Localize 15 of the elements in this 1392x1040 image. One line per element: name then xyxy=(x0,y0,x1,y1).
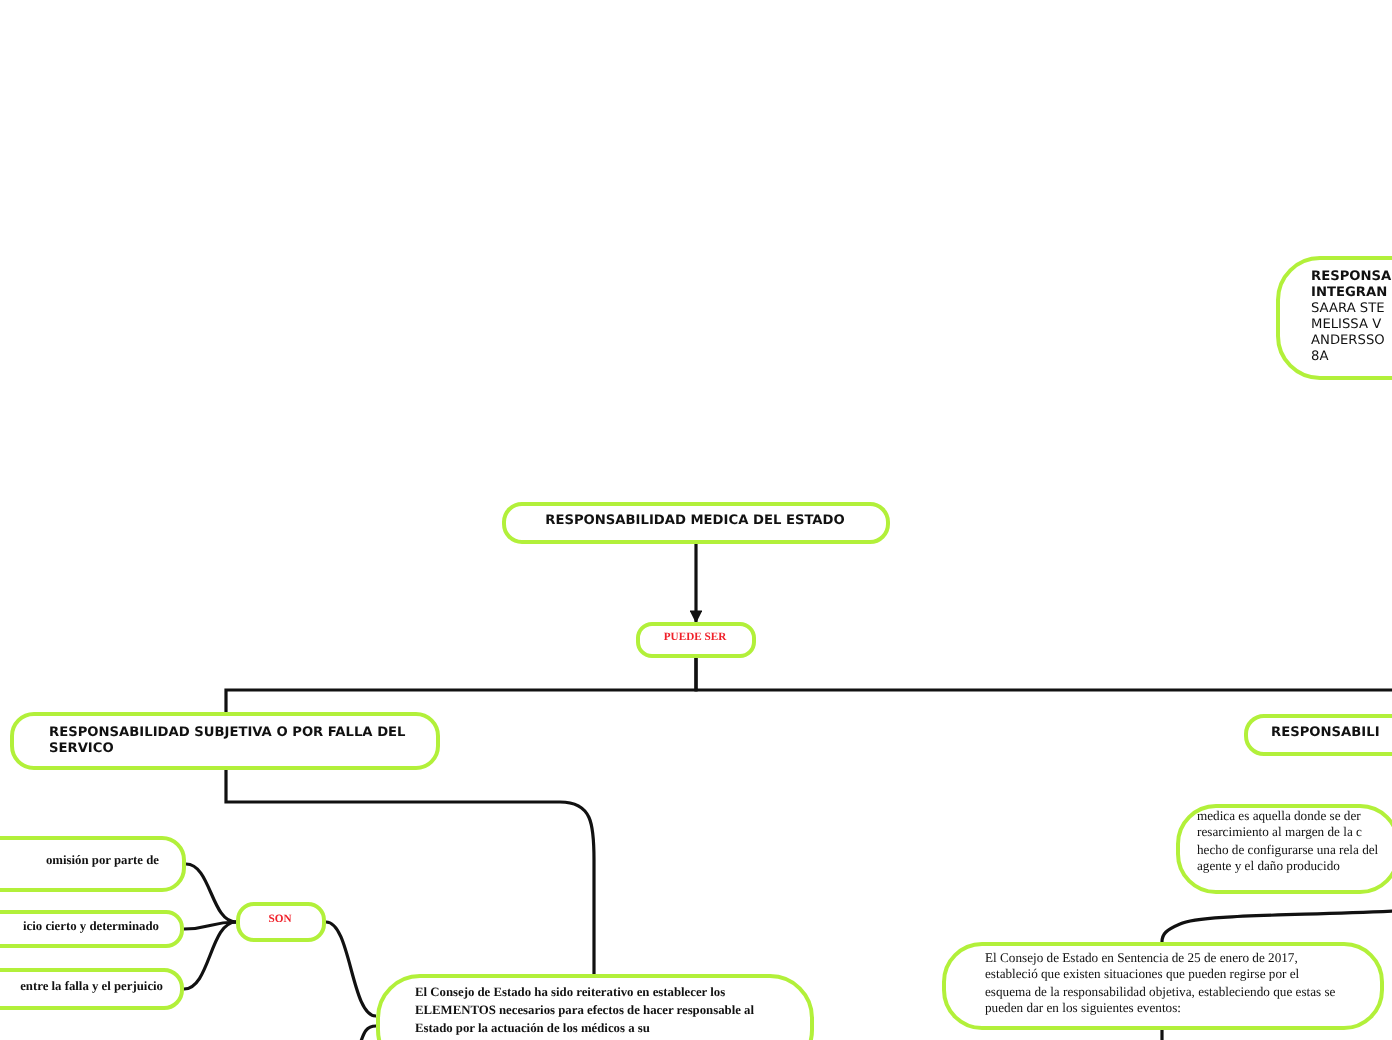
topic-box xyxy=(0,968,184,1010)
connector xyxy=(185,862,237,924)
topic-box xyxy=(1176,804,1392,894)
connector xyxy=(1160,1030,1164,1040)
topic-box xyxy=(10,712,440,770)
topic-box xyxy=(502,502,890,544)
topic-box xyxy=(636,622,756,658)
topic-box xyxy=(0,836,186,892)
connector xyxy=(325,920,377,1018)
topic-box xyxy=(0,910,184,948)
topic-box xyxy=(942,942,1384,1030)
connector xyxy=(689,544,703,624)
connector xyxy=(183,920,237,931)
topic-box xyxy=(236,902,326,942)
connector xyxy=(183,920,237,991)
